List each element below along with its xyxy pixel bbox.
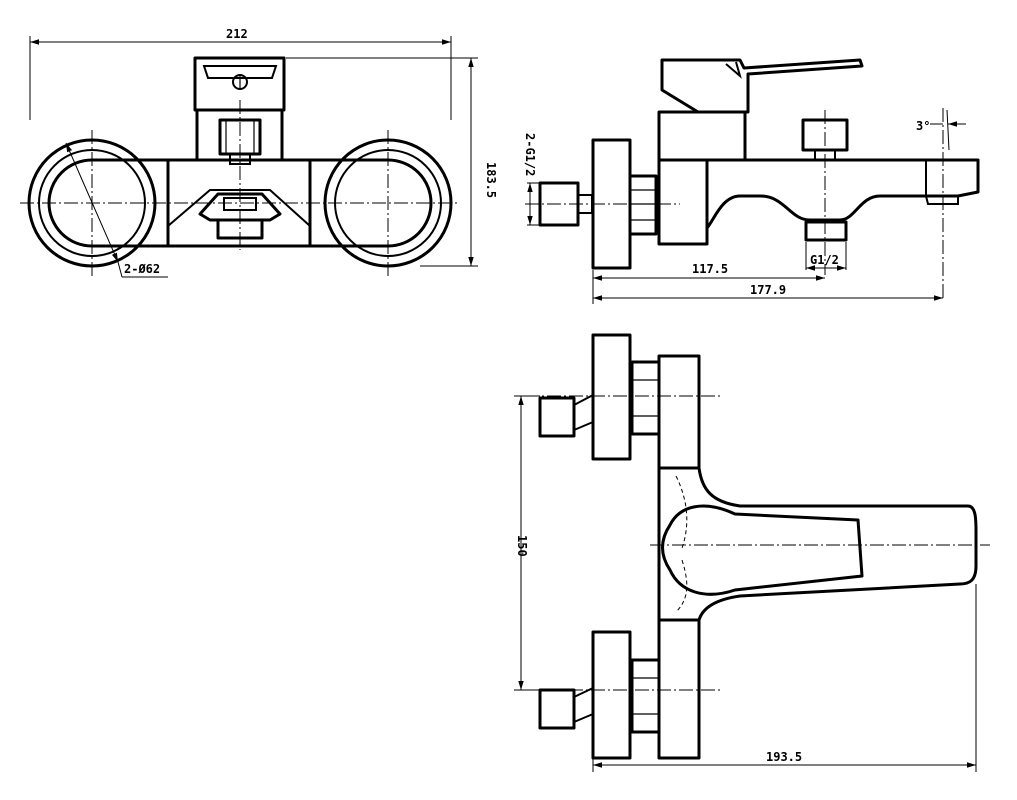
inlet-outlet-label: 117.5: [692, 262, 728, 276]
top-body: [657, 466, 978, 622]
side-spout: [705, 158, 980, 230]
top-handle: [661, 504, 864, 596]
front-view: 2-Ø62 212 183.5: [20, 27, 498, 278]
flange-diameter-label: 2-Ø62: [124, 262, 160, 276]
top-upper-flange: [591, 333, 632, 461]
side-body: [657, 158, 709, 246]
top-view: 150 193.5: [514, 333, 990, 772]
handle-reach-label: 193.5: [766, 750, 802, 764]
spout-angle-label: 3°: [916, 119, 930, 133]
inlet-thread-label: 2-G1/2: [523, 133, 537, 176]
overall-height-label: 183.5: [484, 162, 498, 198]
top-lower-flange: [591, 630, 632, 760]
side-handle: [660, 58, 864, 114]
total-depth-label: 177.9: [750, 283, 786, 297]
side-view: 2-G1/2 G1/2 3° 117.5 177.9: [523, 58, 980, 304]
inlet-spacing-label: 150: [515, 535, 529, 557]
overall-width-label: 212: [226, 27, 248, 41]
outlet-thread-label: G1/2: [810, 253, 839, 267]
